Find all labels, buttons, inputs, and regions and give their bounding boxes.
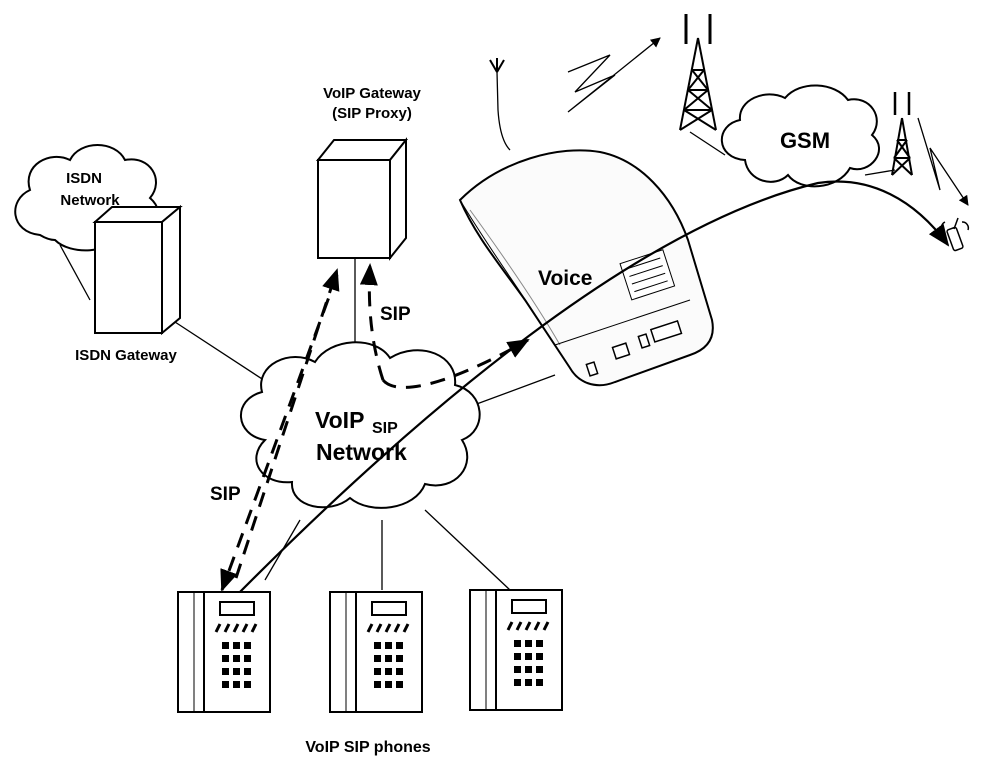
gsm-gateway-device <box>458 149 714 387</box>
antenna-tower-icon <box>679 14 717 131</box>
voip-cloud-label: VoIP <box>315 407 364 433</box>
gsm-cloud: GSM <box>720 84 880 188</box>
voip-cloud-sip-sublabel: SIP <box>372 420 398 437</box>
voice-path-curve <box>231 180 950 601</box>
desk-phone-icon <box>177 591 271 713</box>
gsm-to-tower2-link <box>864 169 896 176</box>
voice-label: Voice <box>538 267 592 290</box>
phones-label: VoIP SIP phones <box>305 739 430 756</box>
antenna-cable <box>496 71 511 151</box>
isdn-gateway-box <box>92 204 183 336</box>
isdn-network-label-line1: ISDN <box>66 170 102 187</box>
desk-phone-icon <box>469 589 563 711</box>
desk-phones-group <box>177 589 563 713</box>
sip-arrow-to-proxy <box>234 268 340 579</box>
mobile-phone-icon <box>940 217 970 252</box>
isdn-net-to-gw-link <box>59 244 91 301</box>
voip-sip-network-cloud: VoIP SIP Network <box>240 341 481 509</box>
voip-gateway-label-line1: VoIP Gateway <box>323 85 421 102</box>
sip-arrow-to-phone <box>220 274 339 592</box>
gsm-label: GSM <box>780 128 830 153</box>
sip-arrow-cloud-to-proxy <box>359 263 385 381</box>
radio-signal-lines <box>567 37 969 206</box>
voip-gateway-box <box>315 137 409 261</box>
voip-gateway-label-line2: (SIP Proxy) <box>332 105 412 122</box>
isdn-gateway-label: ISDN Gateway <box>75 347 177 364</box>
antenna-tower-icon <box>891 92 913 176</box>
tower1-to-gsm-link <box>689 131 726 156</box>
desk-phone-icon <box>329 591 423 713</box>
voip-cloud-label-line2: Network <box>316 439 407 465</box>
sip-lower-label: SIP <box>210 484 241 505</box>
sip-arrow-cloud-to-gateway <box>381 338 530 389</box>
device-antenna-icon <box>489 58 505 73</box>
isdn-network-label-line2: Network <box>60 192 120 209</box>
sip-signalling-arrows <box>220 263 530 592</box>
cloud-to-phone3-link <box>424 509 511 591</box>
sip-upper-label: SIP <box>380 304 411 325</box>
